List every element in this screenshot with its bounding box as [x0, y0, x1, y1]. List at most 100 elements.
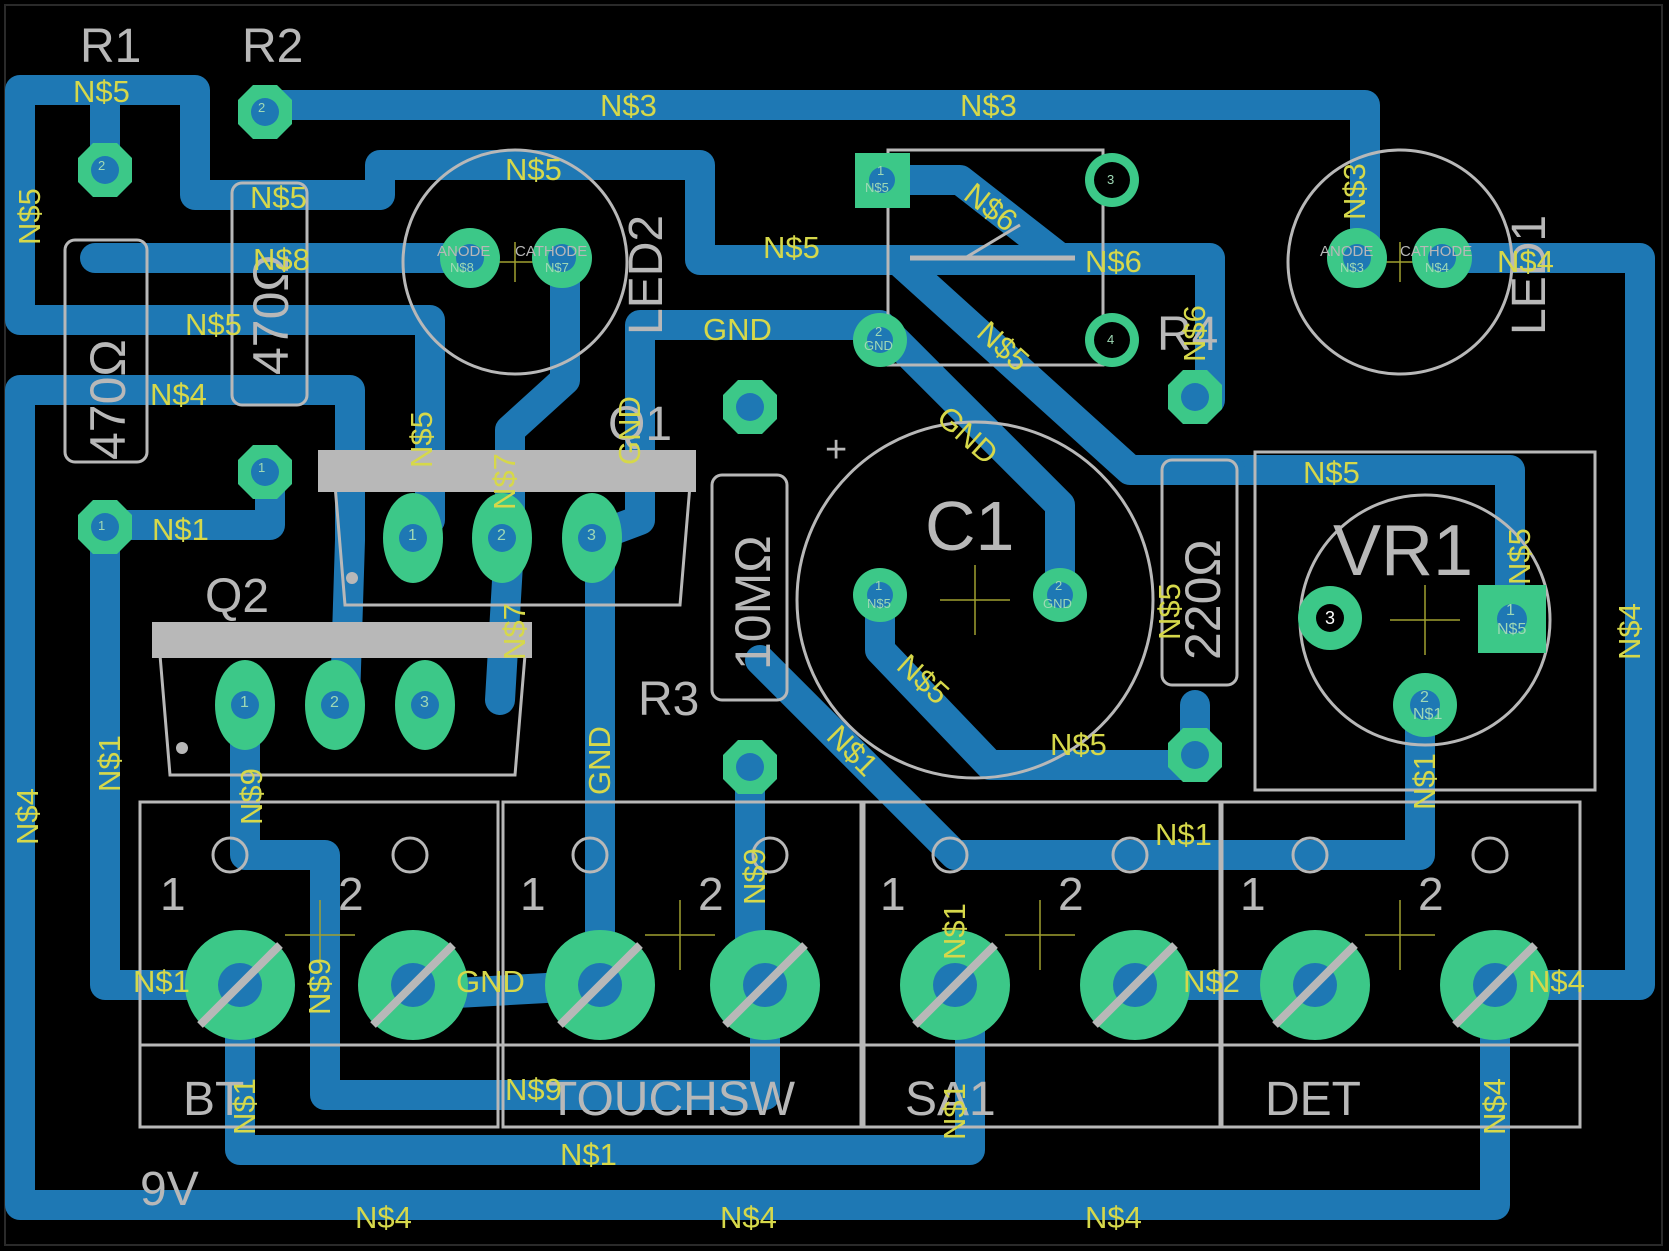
- net-label-n5-d: N$5: [505, 152, 562, 187]
- net-label-n1-h: N$1: [227, 1078, 262, 1135]
- net-label-gnd-d: GND: [582, 726, 617, 795]
- r3-value: 10MΩ: [725, 535, 781, 670]
- led1-anode-net: N$3: [1340, 260, 1364, 275]
- net-label-n5-i: N$5: [1303, 455, 1360, 490]
- det-term-1: 1: [1240, 868, 1266, 920]
- led2-anode-label: ANODE: [437, 243, 490, 260]
- led2-cathode-label: CATHODE: [515, 243, 587, 260]
- net-label-n4-i: N$4: [1085, 1200, 1142, 1235]
- sa1-hole-2: [1111, 836, 1149, 874]
- q1-pin1-num: 1: [408, 527, 417, 544]
- net-label-n9-a: N$9: [234, 768, 269, 825]
- det-term-2: 2: [1418, 868, 1444, 920]
- led2-anode-net: N$8: [450, 260, 474, 275]
- net-label-n9-b: N$9: [737, 848, 772, 905]
- vr1-box: [1253, 450, 1597, 792]
- q2-pin2-num: 2: [330, 694, 339, 711]
- led2-cathode-net: N$7: [545, 260, 569, 275]
- touchsw-term-2: 2: [698, 868, 724, 920]
- net-label-n4-c: N$4: [1612, 603, 1647, 660]
- net-label-n5-g: N$5: [763, 230, 820, 265]
- net-label-n1-i: N$1: [937, 1083, 972, 1140]
- r2-value: 470Ω: [243, 254, 299, 375]
- led1-anode-label: ANODE: [1320, 243, 1373, 260]
- q1-tab: [318, 450, 696, 492]
- net-label-n3-a: N$3: [600, 88, 657, 123]
- c1-name: C1: [925, 487, 1014, 565]
- sa1-term-2: 2: [1058, 868, 1084, 920]
- net-label-n9-c: N$9: [302, 958, 337, 1015]
- net-label-n6-b: N$6: [1085, 244, 1142, 279]
- net-label-n1-j: N$1: [560, 1137, 617, 1172]
- q2-tab: [152, 622, 532, 658]
- sa1-name: SA1: [905, 1073, 996, 1126]
- trace-n1-vr1: [745, 645, 1435, 870]
- net-label-n7-b: N$7: [497, 603, 532, 660]
- c1-pin2-num: 2: [1055, 578, 1062, 593]
- net-label-n4-f: N$4: [1477, 1078, 1512, 1135]
- net-label-n6-c: N$6: [1177, 305, 1212, 362]
- vr1-pad-3-hole: [1316, 604, 1344, 632]
- led1-cathode-net: N$4: [1425, 260, 1449, 275]
- bt-hole-2: [391, 836, 429, 874]
- trace-n1-sa1: [225, 970, 985, 1165]
- vr1-name: VR1: [1333, 511, 1473, 591]
- bt-name: BT: [183, 1073, 244, 1126]
- net-label-n5-a: N$5: [73, 74, 130, 109]
- net-label-n9-d: N$9: [505, 1072, 562, 1107]
- r4-value: 220Ω: [1175, 539, 1231, 660]
- touchsw-name: TOUCHSW: [548, 1073, 796, 1126]
- vr1-pin2-net: N$1: [1413, 706, 1442, 723]
- net-label-n3-c: N$3: [1337, 163, 1372, 220]
- net-label-n4-h: N$4: [720, 1200, 777, 1235]
- net-label-n5-b: N$5: [12, 188, 47, 245]
- trace-n7: [485, 245, 580, 715]
- net-label-n1-e: N$1: [92, 735, 127, 792]
- touchsw-hole-2: [751, 836, 789, 874]
- net-label-gnd-b: GND: [703, 312, 772, 347]
- bt-block: [138, 800, 500, 1129]
- r3-body: [710, 473, 789, 702]
- vr1-pin3-num: 3: [1325, 608, 1335, 628]
- bt-term-2: 2: [338, 868, 364, 920]
- terminal-slashes: [197, 942, 1538, 1028]
- r1-pin1-num: 1: [98, 518, 105, 533]
- r1-body: [63, 238, 149, 464]
- q1-pin2-num: 2: [497, 527, 506, 544]
- r2-body: [230, 181, 309, 407]
- sa1-term-1: 1: [880, 868, 906, 920]
- net-label-n5-e: N$5: [185, 307, 242, 342]
- net-labels: N$5 N$5 N$3 N$3 N$3 N$5 N$5 N$8 N$5 N$4 …: [10, 74, 1647, 1235]
- net-label-n4-d: N$4: [10, 788, 45, 845]
- led2-name: LED2: [620, 215, 673, 335]
- trace-n9-loop: [230, 685, 780, 1110]
- q2-pin3-num: 3: [420, 694, 429, 711]
- switch-contact: [964, 223, 1021, 260]
- net-label-n5-m: N$5: [1050, 727, 1107, 762]
- net-label-gnd-a: GND: [612, 396, 647, 465]
- net-label-n1-a: N$1: [152, 512, 209, 547]
- net-label-n1-c: N$1: [1155, 817, 1212, 852]
- net-label-n4-e: N$4: [1528, 964, 1585, 999]
- switch-pad-4-hole: [1094, 322, 1130, 358]
- r1-name: R1: [80, 20, 141, 73]
- sa1-hole-1: [931, 836, 969, 874]
- copper-traces: [5, 75, 1655, 1220]
- led1-outline: [1286, 148, 1514, 376]
- c1-pin1-net: N$5: [867, 596, 891, 611]
- trace-n6: [865, 165, 1225, 273]
- r4-body: [1160, 458, 1239, 687]
- r4-name: R4: [1157, 308, 1218, 361]
- trace-n4-right: [1430, 243, 1655, 1000]
- net-label-n3-b: N$3: [960, 88, 1017, 123]
- switch-pin2-net: GND: [864, 338, 893, 353]
- net-label-n4-a: N$4: [150, 377, 207, 412]
- r3-name: R3: [638, 673, 699, 726]
- switch-pin4-num: 4: [1107, 332, 1114, 347]
- silkscreen-labels: R1 R2 470Ω 470Ω LED2 LED1 ANODE CATHODE …: [80, 20, 1556, 1216]
- led1-cathode-label: CATHODE: [1400, 243, 1472, 260]
- r1-pin2-num: 2: [98, 158, 105, 173]
- switch-pin3-num: 3: [1107, 172, 1114, 187]
- bt-hole-1: [211, 836, 249, 874]
- switch-pad-3-hole: [1094, 162, 1130, 198]
